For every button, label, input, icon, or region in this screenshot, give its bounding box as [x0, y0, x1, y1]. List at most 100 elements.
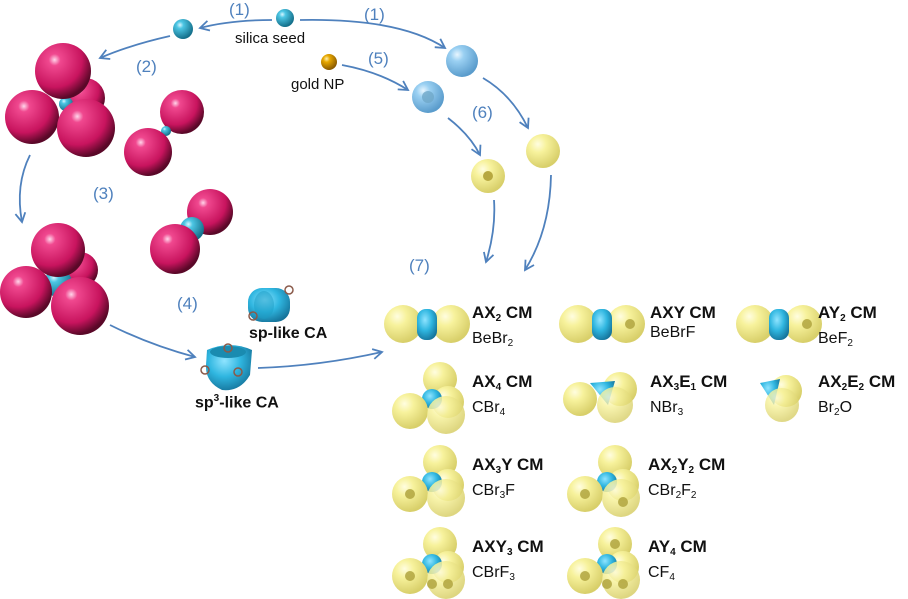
formula-text: CBr [472, 482, 500, 499]
cm-name-text: CM [845, 303, 877, 322]
cm-name-text: E [847, 372, 859, 391]
cm-name-text: E [679, 372, 691, 391]
cm-name-text: CM [684, 303, 716, 322]
cm-name-text: CM [512, 537, 544, 556]
core-ring [592, 309, 612, 340]
cm-molecule-graphic [736, 305, 822, 343]
cm-name-sub: 1 [690, 382, 697, 393]
cm-name: AY2 CM [818, 303, 877, 329]
formula-sub: 2 [675, 490, 682, 501]
cm-name-text: AX [650, 372, 674, 391]
yellow-shell-gold-core-sphere [471, 159, 505, 193]
step-label-2: (2) [136, 57, 157, 76]
y-atom-dot [618, 579, 628, 589]
formula-sub: 4 [669, 572, 675, 583]
formula-text: F [505, 482, 515, 499]
cm-formula: CBr2F2 [648, 481, 725, 506]
cm-name: AX3E1 CM [650, 372, 727, 398]
cm-name-text: AX [818, 372, 842, 391]
cm-formula: Br2O [818, 398, 895, 423]
y-atom-dot [802, 319, 812, 329]
cm-name-sub: 2 [495, 313, 502, 324]
y-atom-dot [610, 539, 620, 549]
arrow-step2 [98, 35, 171, 60]
y-atom-dot [625, 319, 635, 329]
formula-sub: 4 [499, 407, 506, 418]
cm-name: AX4 CM [472, 372, 532, 398]
cm-name-text: CM [512, 455, 544, 474]
cm-name-sub: 2 [858, 382, 865, 393]
cm-name-text: CM [696, 372, 728, 391]
y-atom-dot [602, 579, 612, 589]
cm-name: AX2E2 CM [818, 372, 895, 398]
arrow-to-cms [257, 348, 384, 369]
cm-molecule-graphic [567, 527, 640, 599]
cm-molecule-graphic [760, 375, 802, 422]
step-label-4: (4) [177, 294, 198, 313]
cm-name-sub: 3 [495, 465, 502, 476]
arrow-step6-inner [447, 117, 482, 157]
shell-left [559, 305, 597, 343]
yellow-shell-sphere [526, 134, 560, 168]
gold-np [321, 54, 337, 70]
cm-name: AX2 CM [472, 303, 532, 329]
arrows [14, 18, 552, 369]
shell-front [765, 388, 799, 422]
arrow-inner-down [483, 199, 496, 264]
formula-text: CF [648, 564, 670, 581]
step-label-7: (7) [409, 256, 430, 275]
step-label-5: (5) [368, 49, 389, 68]
cm-formula: CF4 [648, 563, 707, 588]
cm-name-sub: 2 [688, 465, 695, 476]
formula-sub: 2 [690, 490, 697, 501]
cm-formula: BeBrF [650, 323, 716, 343]
shell-right [432, 305, 470, 343]
sp-like-ca-particle [248, 285, 294, 322]
cm-name-text: AXY [650, 303, 685, 322]
arrow-outer-down [524, 174, 552, 272]
dimer-cluster-bottom [150, 189, 233, 274]
tetrahedral-cluster-bottom [0, 223, 109, 335]
y-atom-dot [427, 579, 437, 589]
cm-name-text: AX [472, 303, 496, 322]
cm-formula: CBr4 [472, 398, 532, 423]
sp3-suffix: -like CA [219, 394, 279, 412]
cm-name: AXY3 CM [472, 537, 544, 563]
cm-formula: BeBr2 [472, 329, 532, 354]
cm-name: AY4 CM [648, 537, 707, 563]
sp3-superscript: 3 [213, 393, 220, 404]
gold-core-silica-sphere [412, 81, 444, 113]
cm-graphics [384, 305, 822, 599]
cm-name-text: CM [864, 372, 896, 391]
formula-text: BeF [818, 330, 848, 347]
cm-formula: BeF2 [818, 329, 877, 354]
dimer-cluster-top [124, 90, 204, 176]
cm-molecule-graphic [559, 305, 645, 343]
cm-name-text: Y [677, 455, 689, 474]
formula-sub: 2 [847, 338, 853, 349]
cm-name-sub: 2 [840, 313, 846, 324]
cm-name-sub: 4 [670, 547, 676, 558]
cm-name: AXY CM [650, 303, 716, 323]
formula-text: CBr [648, 482, 676, 499]
cm-formula: CBr3F [472, 481, 543, 506]
cm-name-text: AXY [472, 537, 507, 556]
cm-formula: NBr3 [650, 398, 727, 423]
formula-text: Br [818, 399, 834, 416]
cm-molecule-graphic [392, 445, 465, 517]
core-ring [769, 309, 789, 340]
shell-left [563, 382, 597, 416]
y-atom-dot [618, 497, 628, 507]
cm-name-text: CM [501, 303, 533, 322]
cm-name: AX3Y CM [472, 455, 543, 481]
formula-sub: 3 [509, 572, 515, 583]
shell-left [392, 393, 428, 429]
formula-text: F [681, 482, 691, 499]
formula-sub: 3 [677, 407, 684, 418]
sp-like-ca-label: sp-like CA [249, 325, 328, 342]
cm-name-text: AY [818, 303, 841, 322]
cm-molecule-graphic [567, 445, 640, 517]
cm-name-sub: 4 [495, 382, 502, 393]
